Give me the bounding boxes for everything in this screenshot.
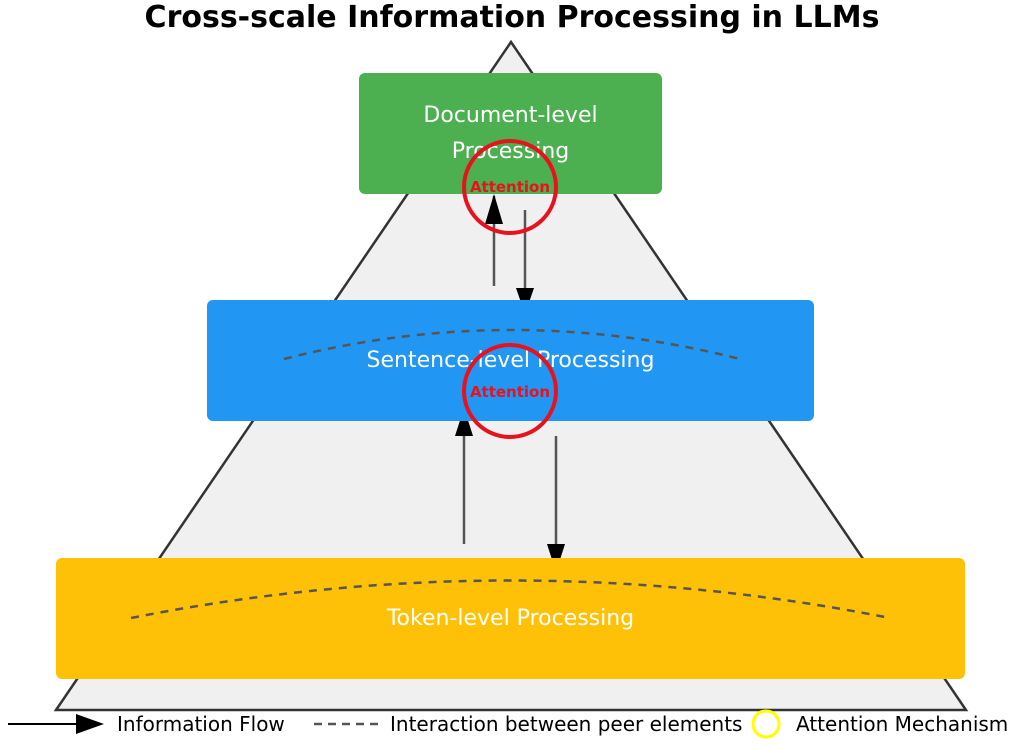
diagram-title: Cross-scale Information Processing in LL…	[144, 0, 880, 35]
legend-flow-arrowhead	[76, 714, 104, 734]
token-level-label: Token-level Processing	[386, 606, 635, 631]
document-level-label: Document-level Processing	[423, 102, 598, 164]
legend-attention-circle	[751, 709, 781, 739]
sentence-attention-label: Attention	[469, 383, 551, 401]
legend-attention-mechanism: Attention Mechanism	[796, 712, 1009, 736]
sentence-level-box: Sentence-level Processing	[207, 300, 814, 421]
legend-information-flow: Information Flow	[117, 712, 285, 736]
document-level-box: Document-level Processing	[359, 73, 662, 194]
token-level-box: Token-level Processing	[56, 558, 965, 679]
document-attention-label: Attention	[469, 178, 551, 196]
sentence-level-label: Sentence-level Processing	[366, 348, 655, 373]
legend-peer-interaction: Interaction between peer elements	[390, 712, 743, 736]
